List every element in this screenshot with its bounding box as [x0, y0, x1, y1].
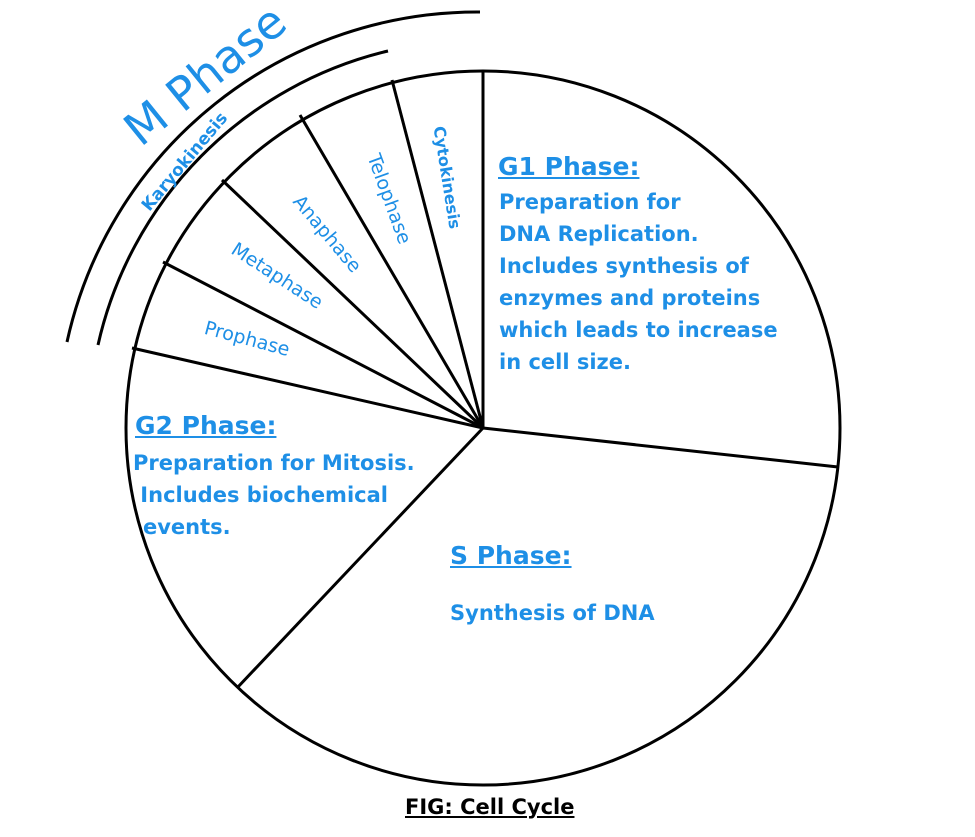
divider-telophase-anaphase [298, 114, 485, 429]
g1-line: Includes synthesis of [499, 254, 749, 278]
g1-line: DNA Replication. [499, 222, 699, 246]
karyokinesis-arc [96, 49, 389, 346]
g2-line: Includes biochemical [133, 483, 388, 507]
divider-anaphase-metaphase [220, 178, 485, 430]
g1-line: enzymes and proteins [499, 286, 761, 310]
s-heading: S Phase: [450, 541, 572, 570]
divider-cytokinesis-telophase [390, 79, 485, 429]
g1-line: in cell size. [499, 350, 631, 374]
g2-heading: G2 Phase: [135, 411, 277, 440]
divider-g2-s [235, 426, 485, 690]
figure-caption: FIG: Cell Cycle [405, 795, 575, 819]
g1-line: which leads to increase [499, 318, 778, 342]
g1-line: Preparation for [499, 190, 681, 214]
divider-prophase-g2 [131, 346, 484, 430]
s-description: Synthesis of DNA [450, 601, 655, 625]
phase-dividers [131, 71, 839, 690]
divider-s-g1 [482, 426, 839, 469]
divider-metaphase-prophase [162, 260, 484, 430]
g2-line: Preparation for Mitosis. [133, 451, 415, 475]
m-phase-outer-arc [65, 10, 481, 343]
g1-heading: G1 Phase: [498, 152, 640, 181]
g2-line: events. [143, 515, 231, 539]
g1-description: Preparation for DNA Replication. Include… [499, 186, 778, 378]
g2-description: Preparation for Mitosis. Includes bioche… [133, 447, 415, 543]
